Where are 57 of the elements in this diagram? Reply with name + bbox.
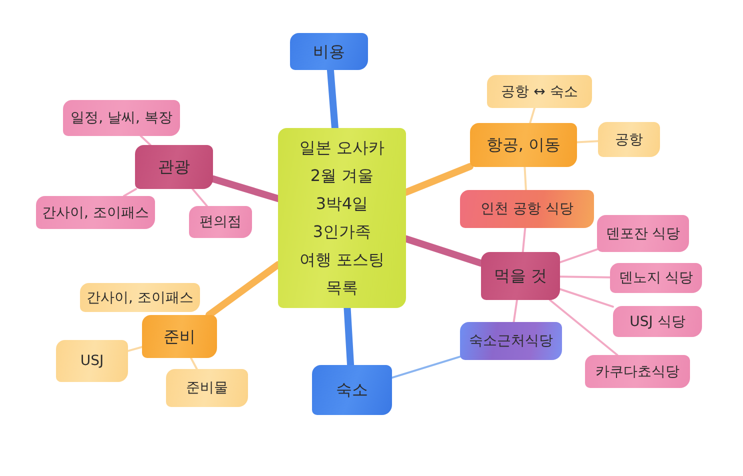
branch-box [481,252,560,300]
branch-label: 관광 [158,157,190,177]
connector-line [192,188,208,207]
connector-line [576,140,599,144]
leaf-label: 덴포잔 식당 [606,224,680,242]
central-topic-box [278,128,406,308]
branch-label: 준비 [164,326,196,346]
leaf-box [189,206,252,238]
leaf-box [487,75,592,108]
leaf-box [63,100,180,136]
branch-label: 먹을 것 [494,266,548,286]
leaf-label: USJ 식당 [630,312,686,330]
connector-line [190,357,198,370]
leaf-box [166,369,248,407]
connector-line [559,276,611,278]
branch-box [142,315,217,358]
leaf-box [80,283,200,312]
leaf-label: 간사이, 조이패스 [86,288,194,306]
connector-line [127,346,143,352]
leaf-box [56,340,128,382]
topic-label: 일본 오사카 2월 겨울 3박4일 3인가족 여행 포스팅 목록 [298,137,386,299]
leaf-box [460,322,562,360]
connector-line [559,248,598,264]
leaf-label: 카쿠다쵸식당 [596,362,680,380]
leaf-label: 공항 ↔ 숙소 [501,82,578,100]
leaf-box [597,215,689,252]
leaf-label: 숙소근처식당 [469,332,553,350]
leaf-box [598,122,660,157]
branch-box [135,145,213,189]
leaf-box [36,196,155,229]
leaf-label: 공항 [615,130,643,148]
leaf-label: 간사이, 조이패스 [42,204,149,222]
connector-line [512,299,518,323]
connector-line [522,227,526,253]
connector-line [391,356,461,379]
connector-line [529,107,536,124]
leaf-box [460,190,594,228]
leaf-label: 일정, 날씨, 복장 [70,109,172,127]
leaf-box [610,263,702,293]
branch-label: 항공, 이동 [486,135,561,155]
leaf-label: 인천 공항 식당 [480,200,574,218]
leaf-label: 덴노지 식당 [618,269,694,287]
leaf-label: 준비물 [186,379,228,397]
branch-label: 숙소 [336,380,368,400]
branch-label: 비용 [313,42,345,62]
connector-line [140,135,152,146]
connector-line [559,288,614,308]
branch-box [312,365,392,415]
connector-line [524,166,527,191]
leaf-box [585,355,690,388]
connector-line [122,188,138,197]
connector-line [548,299,618,356]
leaf-label: USJ [80,352,104,370]
leaf-label: 편의점 [200,213,242,231]
branch-box [470,123,577,167]
leaf-box [613,306,702,337]
branch-box [290,33,368,70]
